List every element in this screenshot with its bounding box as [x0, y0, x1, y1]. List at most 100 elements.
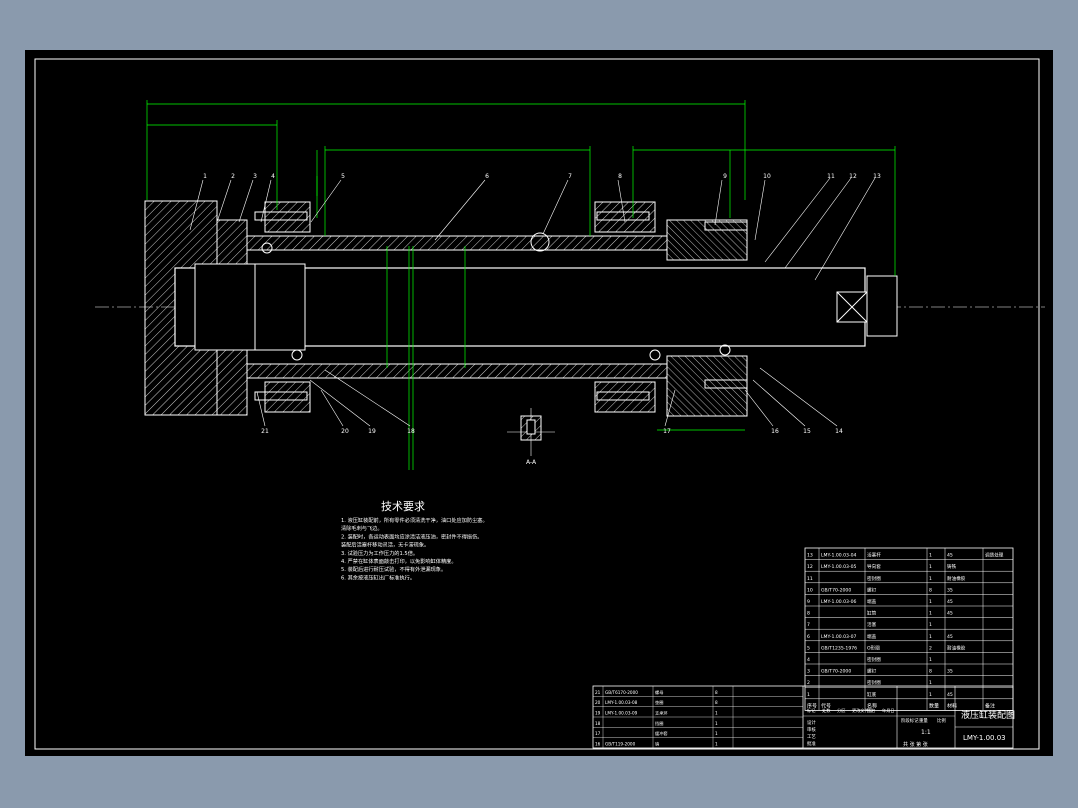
bom-cell: 45: [947, 553, 953, 559]
bom-cell: 18: [595, 721, 601, 726]
title-block-label: 分区: [837, 707, 845, 714]
part-number: 8: [618, 173, 622, 180]
part-number: 18: [407, 428, 415, 435]
part-number: 1: [203, 173, 207, 180]
bom-cell: 2: [807, 680, 810, 686]
seal: [261, 242, 273, 254]
technical-requirements: 技术要求 1. 液压缸装配前，所有零件必须清洗干净，油口处应加防尘塞。 清除毛刺…: [341, 500, 488, 581]
part-number: 2: [231, 173, 235, 180]
bom-cell: 11: [807, 576, 813, 582]
bom-cell: 21: [595, 690, 601, 695]
bom-cell: 8: [929, 669, 932, 675]
bom-header: 名称: [867, 702, 877, 709]
bom-cell: GB/T119-2000: [605, 742, 636, 747]
title-block-role: 工艺: [807, 734, 816, 740]
drawing-number: LMY-1.00.03: [963, 734, 1006, 742]
bom-cell: 1: [715, 711, 718, 716]
bom-cell: 1: [929, 634, 932, 640]
detail-circle: [530, 232, 550, 252]
bom-cell: 8: [715, 700, 718, 705]
title-block-stage: 比例: [937, 717, 946, 724]
part-number: 7: [568, 173, 572, 180]
part-number: 15: [803, 428, 811, 435]
bom-cell: 1: [929, 576, 932, 582]
tech-note: 3. 试验压力为工作压力的1.5倍。: [341, 549, 418, 557]
bom-cell: 19: [595, 711, 601, 716]
bom-cell: 16: [595, 742, 601, 747]
part-number: 3: [253, 173, 257, 180]
title-block-role: 设计: [807, 719, 816, 726]
bom-cell: 铸铁: [947, 563, 957, 570]
part-number: 4: [271, 173, 275, 180]
cylinder-barrel-bottom: [246, 363, 668, 379]
tech-note: 4. 严禁在缸体表面敲击打印，以免影响缸体精度。: [341, 557, 457, 565]
bom-cell: GB/T1235-1976: [821, 645, 857, 651]
bom-cell: 1: [929, 599, 932, 605]
part-number: 19: [368, 428, 376, 435]
title-block-role: 审核: [807, 726, 816, 733]
part-number: 9: [723, 173, 727, 180]
tech-note: 6. 其余按液压缸出厂标准执行。: [341, 573, 415, 581]
bom-cell: 活塞杆: [867, 552, 881, 559]
bom-cell: LMY-1.00.03-04: [821, 553, 857, 559]
bom-cell: 1: [715, 721, 718, 726]
bom-cell: 45: [947, 634, 953, 640]
bom-cell: 1: [929, 611, 932, 617]
tech-note: 清除毛刺与飞边。: [341, 524, 383, 532]
piston: [194, 263, 306, 351]
bom-cell: 8: [929, 587, 932, 593]
bom-cell: 45: [947, 611, 953, 617]
bom-cell: 挡圈: [655, 720, 663, 727]
bom-cell: 销: [655, 741, 659, 748]
bom-cell: GB/T70-2000: [821, 587, 851, 593]
section-detail: A-A: [507, 408, 555, 466]
bom-cell: LMY-1.00.03-07: [821, 634, 857, 640]
bom-cell: 调质处理: [985, 552, 1004, 559]
tech-note: 1. 液压缸装配前，所有零件必须清洗干净，油口处应加防尘塞。: [341, 516, 488, 524]
bom-cell: 35: [947, 587, 953, 593]
part-number: 11: [827, 173, 835, 180]
bom-cell: 端盖: [867, 633, 877, 640]
bom-cell: 2: [929, 645, 932, 651]
title-block: 液压缸装配图 LMY-1.00.03 1:1 共 张 第 张 标记处数分区更改文…: [592, 685, 1015, 749]
bom-cell: 12: [807, 564, 813, 570]
bom-cell: LMY-1.00.03-05: [821, 564, 857, 570]
bom-cell: 缸底: [867, 691, 877, 698]
title-block-label: 签名: [867, 707, 875, 714]
bom-header: 材料: [947, 702, 957, 709]
title-block-label: 更改文件号: [852, 707, 873, 714]
cylinder-assembly-view: [95, 200, 1045, 417]
bom-cell: 1: [929, 622, 932, 628]
scale-value: 1:1: [921, 729, 931, 736]
bom-cell: 1: [715, 742, 718, 747]
part-number: 6: [485, 173, 489, 180]
bom-cell: 端盖: [867, 598, 877, 605]
bom-cell: 垫圈: [655, 699, 663, 706]
bom-cell: GB/T6170-2000: [605, 690, 638, 695]
bom-cell: 螺母: [655, 689, 663, 696]
part-number: 16: [771, 428, 779, 435]
bom-cell: 5: [807, 645, 810, 651]
title-block-label: 年月日: [882, 707, 895, 714]
part-number: 20: [341, 428, 349, 435]
drawing-title: 液压缸装配图: [961, 709, 1015, 721]
bom-cell: 1: [807, 692, 810, 698]
bom-cell: O形圈: [867, 644, 880, 651]
tech-note: 2. 装配时，各运动表面均应涂清洁液压油，密封件不得损伤。: [341, 532, 482, 540]
bom-cell: 螺钉: [867, 586, 877, 593]
bom-header: 序号: [807, 702, 817, 709]
bom-cell: 10: [807, 587, 813, 593]
part-number: 14: [835, 428, 843, 435]
tech-note: 5. 装配后进行耐压试验，不得有外泄漏现象。: [341, 565, 446, 573]
bom-cell: LMY-1.00.03-09: [605, 711, 638, 716]
bom-cell: GB/T70-2000: [821, 669, 851, 675]
part-number: 5: [341, 173, 345, 180]
rod-end: [866, 275, 898, 337]
title-block-stage: 阶段标记: [901, 717, 919, 724]
bom-cell: 13: [807, 553, 813, 559]
bom-cell: 3: [807, 669, 810, 675]
